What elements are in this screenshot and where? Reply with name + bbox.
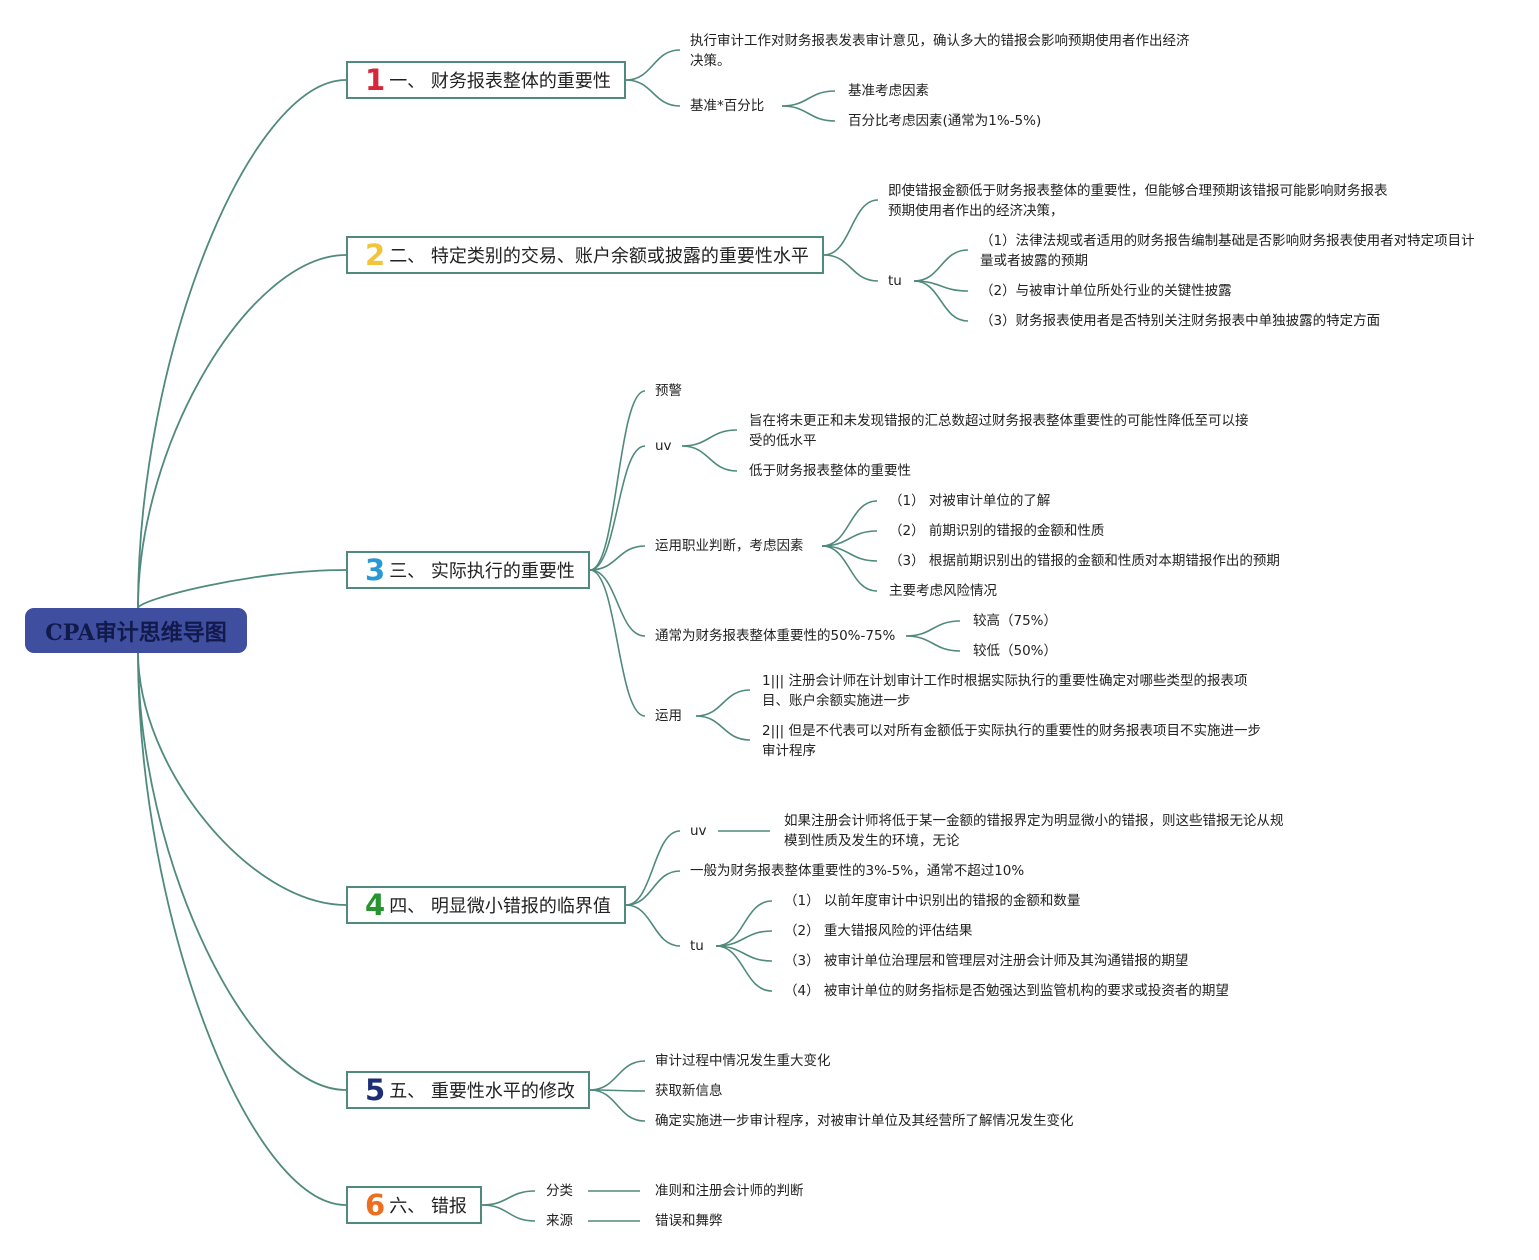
b4-factor-1[interactable]: （1） 以前年度审计中识别出的错报的金额和数量 (784, 893, 1081, 909)
link-b3-c5 (589, 569, 646, 717)
b4-tu[interactable]: tu (690, 938, 704, 954)
link-b1-c2b (781, 105, 836, 122)
b3-judgement-1[interactable]: （1） 对被审计单位的了解 (889, 493, 1051, 509)
b5-change-3[interactable]: 确定实施进一步审计程序，对被审计单位及其经营所了解情况发生变化 (655, 1113, 1074, 1129)
b1-percentage-factors[interactable]: 百分比考虑因素(通常为1%-5%) (848, 113, 1042, 129)
b6-classification-detail[interactable]: 准则和注册会计师的判断 (655, 1183, 804, 1199)
link-root-b3 (137, 569, 347, 609)
b6-source-detail[interactable]: 错误和舞弊 (655, 1213, 723, 1229)
branch-3-node[interactable]: 3 三、 实际执行的重要性 (346, 551, 590, 589)
branch-5-node[interactable]: 5 五、 重要性水平的修改 (346, 1071, 590, 1109)
b5-change-2[interactable]: 获取新信息 (655, 1083, 723, 1099)
branch-3-label: 三、 实际执行的重要性 (389, 561, 575, 582)
link-b3-c3 (589, 545, 646, 571)
link-root-b2 (137, 254, 347, 609)
b3-judgement[interactable]: 运用职业判断，考虑因素 (655, 538, 804, 554)
link-b1-c1 (625, 49, 681, 81)
branch-2-node[interactable]: 2 二、 特定类别的交易、账户余额或披露的重要性水平 (346, 236, 824, 274)
link-root-b1 (137, 79, 347, 609)
link-b3-c2a (681, 429, 738, 447)
link-b3-c4b (905, 635, 961, 652)
link-b5-c3 (589, 1089, 646, 1122)
number-6-icon: 6 (365, 1187, 386, 1222)
link-b3-c2 (589, 445, 646, 571)
link-b1-c2 (625, 79, 681, 107)
number-5-icon: 5 (365, 1072, 386, 1107)
link-b3-c2b (681, 445, 738, 472)
root-label: CPA审计思维导图 (45, 619, 227, 646)
link-b4-c2 (625, 870, 681, 906)
b2-tu[interactable]: tu (888, 273, 902, 289)
b4-factor-4[interactable]: （4） 被审计单位的财务指标是否勉强达到监管机构的要求或投资者的期望 (784, 983, 1229, 999)
number-4-icon: 4 (365, 887, 386, 922)
link-b1-c2a (781, 90, 836, 107)
link-b2-c1 (823, 199, 879, 256)
b4-uv[interactable]: uv (690, 823, 707, 839)
link-b3-c3d (821, 545, 878, 592)
b3-application[interactable]: 运用 (655, 708, 682, 724)
b1-benchmark-percentage[interactable]: 基准*百分比 (690, 98, 765, 114)
b1-benchmark-factors[interactable]: 基准考虑因素 (848, 83, 929, 99)
link-b2-c2a (913, 249, 969, 282)
link-b2-c2 (823, 254, 879, 282)
b6-source[interactable]: 来源 (546, 1213, 573, 1229)
b3-judgement-4[interactable]: 主要考虑风险情况 (889, 583, 997, 599)
b1-definition[interactable]: 执行审计工作对财务报表发表审计意见，确认多大的错报会影响预期使用者作出经济决策。 (690, 33, 1190, 69)
link-root-b4 (137, 651, 347, 906)
link-b4-c3a (715, 900, 773, 947)
b2-factor-2[interactable]: （2）与被审计单位所处行业的关键性披露 (980, 283, 1232, 299)
b4-factor-3[interactable]: （3） 被审计单位治理层和管理层对注册会计师及其沟通错报的期望 (784, 953, 1189, 969)
link-b6-c1 (481, 1190, 536, 1206)
b3-range-low[interactable]: 较低（50%） (973, 643, 1058, 659)
branch-5-label: 五、 重要性水平的修改 (389, 1081, 575, 1102)
b6-classification[interactable]: 分类 (546, 1183, 573, 1199)
link-b3-c1 (589, 390, 646, 571)
branch-2-label: 二、 特定类别的交易、账户余额或披露的重要性水平 (389, 246, 809, 267)
b4-factor-2[interactable]: （2） 重大错报风险的评估结果 (784, 923, 973, 939)
number-2-icon: 2 (365, 237, 386, 272)
b4-range[interactable]: 一般为财务报表整体重要性的3%-5%，通常不超过10% (690, 863, 1025, 879)
b3-warning[interactable]: 预警 (655, 383, 682, 399)
b2-factor-3[interactable]: （3）财务报表使用者是否特别关注财务报表中单独披露的特定方面 (980, 313, 1381, 329)
link-root-b6 (137, 651, 347, 1206)
link-b3-c4a (905, 620, 961, 637)
number-1-icon: 1 (365, 62, 386, 97)
root-node[interactable]: CPA审计思维导图 (25, 608, 247, 653)
link-b6-c2 (481, 1204, 536, 1222)
b3-judgement-2[interactable]: （2） 前期识别的错报的金额和性质 (889, 523, 1105, 539)
b3-uv-purpose[interactable]: 旨在将未更正和未发现错报的汇总数超过财务报表整体重要性的可能性降低至可以接受的低… (749, 413, 1249, 449)
link-b4-c1 (625, 830, 681, 906)
b3-range-high[interactable]: 较高（75%） (973, 613, 1058, 629)
b3-uv-lower[interactable]: 低于财务报表整体的重要性 (749, 463, 911, 479)
b2-definition[interactable]: 即使错报金额低于财务报表整体的重要性，但能够合理预期该错报可能影响财务报表预期使… (888, 183, 1388, 219)
branch-1-label: 一、 财务报表整体的重要性 (389, 71, 611, 92)
branch-4-node[interactable]: 4 四、 明显微小错报的临界值 (346, 886, 626, 924)
b4-uv-definition[interactable]: 如果注册会计师将低于某一金额的错报界定为明显微小的错报，则这些错报无论从规模到性… (784, 813, 1284, 849)
branch-1-node[interactable]: 1 一、 财务报表整体的重要性 (346, 61, 626, 99)
b3-range[interactable]: 通常为财务报表整体重要性的50%-75% (655, 628, 896, 644)
link-b4-c3 (625, 904, 681, 947)
branch-6-label: 六、 错报 (389, 1196, 467, 1217)
link-b5-c1 (589, 1060, 646, 1091)
b3-application-1[interactable]: 1||| 注册会计师在计划审计工作时根据实际执行的重要性确定对哪些类型的报表项目… (762, 673, 1248, 709)
number-3-icon: 3 (365, 552, 386, 587)
b5-change-1[interactable]: 审计过程中情况发生重大变化 (655, 1053, 831, 1069)
b3-application-2[interactable]: 2||| 但是不代表可以对所有金额低于实际执行的重要性的财务报表项目不实施进一步… (762, 723, 1262, 759)
link-b2-c2c (913, 280, 969, 322)
branch-4-label: 四、 明显微小错报的临界值 (389, 896, 611, 917)
link-b3-c3a (821, 500, 878, 547)
link-b3-c4 (589, 569, 646, 637)
b3-uv[interactable]: uv (655, 438, 672, 454)
b3-judgement-3[interactable]: （3） 根据前期识别出的错报的金额和性质对本期错报作出的预期 (889, 553, 1280, 569)
link-b3-c5a (695, 689, 751, 717)
b2-factor-1[interactable]: （1）法律法规或者适用的财务报告编制基础是否影响财务报表使用者对特定项目计量或者… (980, 233, 1475, 269)
link-b4-c3d (715, 945, 773, 992)
link-root-b5 (137, 651, 347, 1091)
branch-6-node[interactable]: 6 六、 错报 (346, 1186, 482, 1224)
link-b3-c5b (695, 715, 751, 741)
